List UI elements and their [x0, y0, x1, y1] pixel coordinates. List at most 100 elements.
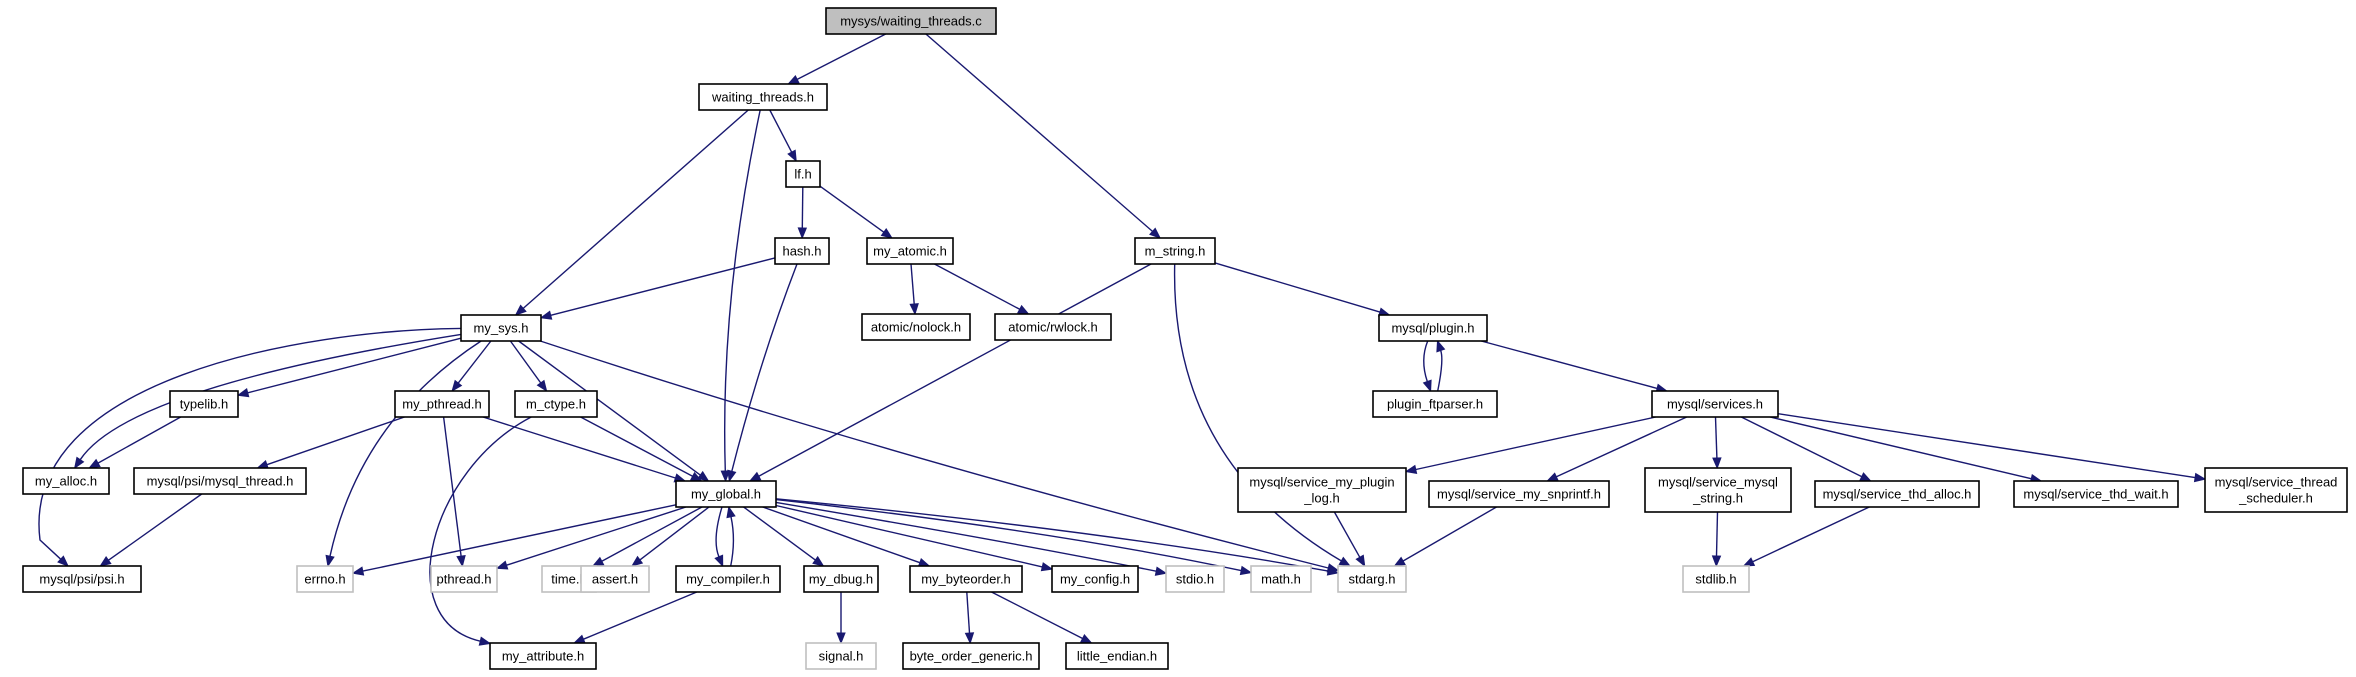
node-assert-h[interactable]: assert.h — [580, 565, 650, 593]
node-my-pthread-h[interactable]: my_pthread.h — [394, 390, 490, 418]
node-my-attribute-h[interactable]: my_attribute.h — [489, 642, 597, 670]
node-typelib-h[interactable]: typelib.h — [169, 390, 239, 418]
edge-line — [796, 33, 887, 81]
edge-line — [1714, 416, 1718, 459]
node-errno-h[interactable]: errno.h — [296, 565, 354, 593]
edge-m_string_h-to-stdarg_h — [1173, 263, 1352, 567]
node-my-alloc-h[interactable]: my_alloc.h — [22, 467, 110, 495]
arrowhead-icon — [2193, 472, 2207, 483]
node-mysql-psi-mysql-thread-h[interactable]: mysql/psi/mysql_thread.h — [133, 467, 307, 495]
edge-m_ctype_h-to-my_global_h — [580, 416, 703, 482]
node-stdlib-h[interactable]: stdlib.h — [1682, 565, 1750, 593]
edge-my_sys_h-to-my_global_h — [518, 340, 710, 482]
node-label: my_dbug.h — [809, 572, 873, 587]
node-my-byteorder-h[interactable]: my_byteorder.h — [909, 565, 1023, 593]
node-my-config-h[interactable]: my_config.h — [1051, 565, 1139, 593]
node-box — [861, 313, 971, 341]
edge-line — [97, 416, 182, 464]
edge-line — [1415, 416, 1656, 471]
edge-line — [775, 501, 1157, 572]
arrowhead-icon — [1326, 566, 1340, 576]
node-box — [169, 390, 239, 418]
node-service-mysql-string-h[interactable]: mysql/service_mysql_string.h — [1644, 467, 1792, 513]
node-mysql-services-h[interactable]: mysql/services.h — [1651, 390, 1779, 418]
node-box — [1682, 565, 1750, 593]
edge-line — [457, 340, 492, 384]
node-box — [1065, 642, 1169, 670]
node-waiting-threads-h[interactable]: waiting_threads.h — [698, 83, 828, 111]
arrowhead-icon — [536, 379, 548, 393]
edge-line — [1423, 340, 1429, 382]
edge-line — [482, 416, 676, 479]
node-service-thread-scheduler-h[interactable]: mysql/service_thread_scheduler.h — [2204, 467, 2348, 513]
arrowhead-icon — [1546, 472, 1559, 482]
node-my-dbug-h[interactable]: my_dbug.h — [803, 565, 879, 593]
edge-line — [540, 340, 1329, 569]
node-label: my_attribute.h — [502, 649, 584, 664]
edge-line — [966, 591, 971, 634]
node-pthread-h[interactable]: pthread.h — [430, 565, 498, 593]
node-atomic-rwlock-h[interactable]: atomic/rwlock.h — [994, 313, 1112, 341]
edge-line — [1740, 416, 1863, 478]
node-service-thd-alloc-h[interactable]: mysql/service_thd_alloc.h — [1814, 480, 1980, 508]
node-label: mysql/psi/mysql_thread.h — [147, 474, 294, 489]
arrowhead-icon — [1422, 379, 1432, 393]
node-m-ctype-h[interactable]: m_ctype.h — [514, 390, 598, 418]
arrowhead-icon — [591, 556, 605, 567]
node-mysql-psi-psi-h[interactable]: mysql/psi/psi.h — [22, 565, 142, 593]
node-plugin-ftparser-h[interactable]: plugin_ftparser.h — [1372, 390, 1498, 418]
edge-my_global_h-to-stdio_h — [775, 501, 1168, 576]
edge-my_global_h-to-assert_h — [630, 506, 710, 567]
node-little-endian-h[interactable]: little_endian.h — [1065, 642, 1169, 670]
node-my-global-h[interactable]: my_global.h — [675, 480, 777, 508]
arrowhead-icon — [1080, 634, 1093, 644]
node-service-thd-wait-h[interactable]: mysql/service_thd_wait.h — [2013, 480, 2179, 508]
node-signal-h[interactable]: signal.h — [805, 642, 877, 670]
node-waiting-threads-c[interactable]: mysys/waiting_threads.c — [825, 7, 997, 35]
arrowhead-icon — [1239, 565, 1253, 576]
arrowhead-icon — [726, 505, 736, 519]
node-hash-h[interactable]: hash.h — [774, 237, 830, 265]
edge-my_global_h-to-pthread_h — [495, 506, 687, 570]
edge-my_atomic_h-to-atomic_nolock_h — [909, 263, 919, 316]
node-label: m_ctype.h — [526, 397, 586, 412]
node-math-h[interactable]: math.h — [1250, 565, 1312, 593]
edge-service_my_plugin_log_h-to-stdarg_h — [1333, 511, 1366, 568]
edge-line — [762, 506, 921, 564]
node-atomic-nolock-h[interactable]: atomic/nolock.h — [861, 313, 971, 341]
node-label: typelib.h — [180, 397, 228, 412]
node-box — [1165, 565, 1225, 593]
edge-line — [1214, 262, 1381, 313]
edge-waiting_threads_c-to-waiting_threads_h — [787, 33, 887, 85]
node-box — [675, 480, 777, 508]
node-my-compiler-h[interactable]: my_compiler.h — [675, 565, 781, 593]
node-m-string-h[interactable]: m_string.h — [1134, 237, 1216, 265]
node-label: mysql/psi/psi.h — [39, 572, 124, 587]
node-byte-order-generic-h[interactable]: byte_order_generic.h — [902, 642, 1040, 670]
node-my-atomic-h[interactable]: my_atomic.h — [866, 237, 954, 265]
arrowhead-icon — [572, 634, 586, 644]
node-label: mysql/service_my_snprintf.h — [1437, 487, 1601, 502]
edge-service_mysql_string_h-to-stdlib_h — [1711, 511, 1722, 568]
edge-mysql_services_h-to-service_thd_wait_h — [1769, 416, 2043, 484]
node-label: mysql/service_thd_alloc.h — [1823, 487, 1972, 502]
node-stdarg-h[interactable]: stdarg.h — [1337, 565, 1407, 593]
node-lf-h[interactable]: lf.h — [785, 160, 821, 188]
node-service-my-snprintf-h[interactable]: mysql/service_my_snprintf.h — [1428, 480, 1610, 508]
edge-line — [775, 498, 1242, 572]
node-service-my-plugin-log-h[interactable]: mysql/service_my_plugin_log.h — [1237, 467, 1407, 513]
arrowhead-icon — [720, 470, 731, 483]
node-my-sys-h[interactable]: my_sys.h — [460, 314, 542, 342]
node-mysql-plugin-h[interactable]: mysql/plugin.h — [1378, 314, 1488, 342]
node-stdio-h[interactable]: stdio.h — [1165, 565, 1225, 593]
arrowhead-icon — [236, 388, 250, 398]
node-box — [785, 160, 821, 188]
edge-line — [1556, 416, 1687, 478]
node-label: errno.h — [304, 572, 345, 587]
edge-line — [991, 591, 1083, 640]
edge-my_global_h-to-math_h — [775, 498, 1253, 576]
nodes-layer: mysys/waiting_threads.c waiting_threads.h… — [22, 7, 2348, 670]
edge-service_thd_alloc_h-to-stdlib_h — [1742, 506, 1870, 567]
node-label: pthread.h — [437, 572, 492, 587]
node-box — [296, 565, 354, 593]
